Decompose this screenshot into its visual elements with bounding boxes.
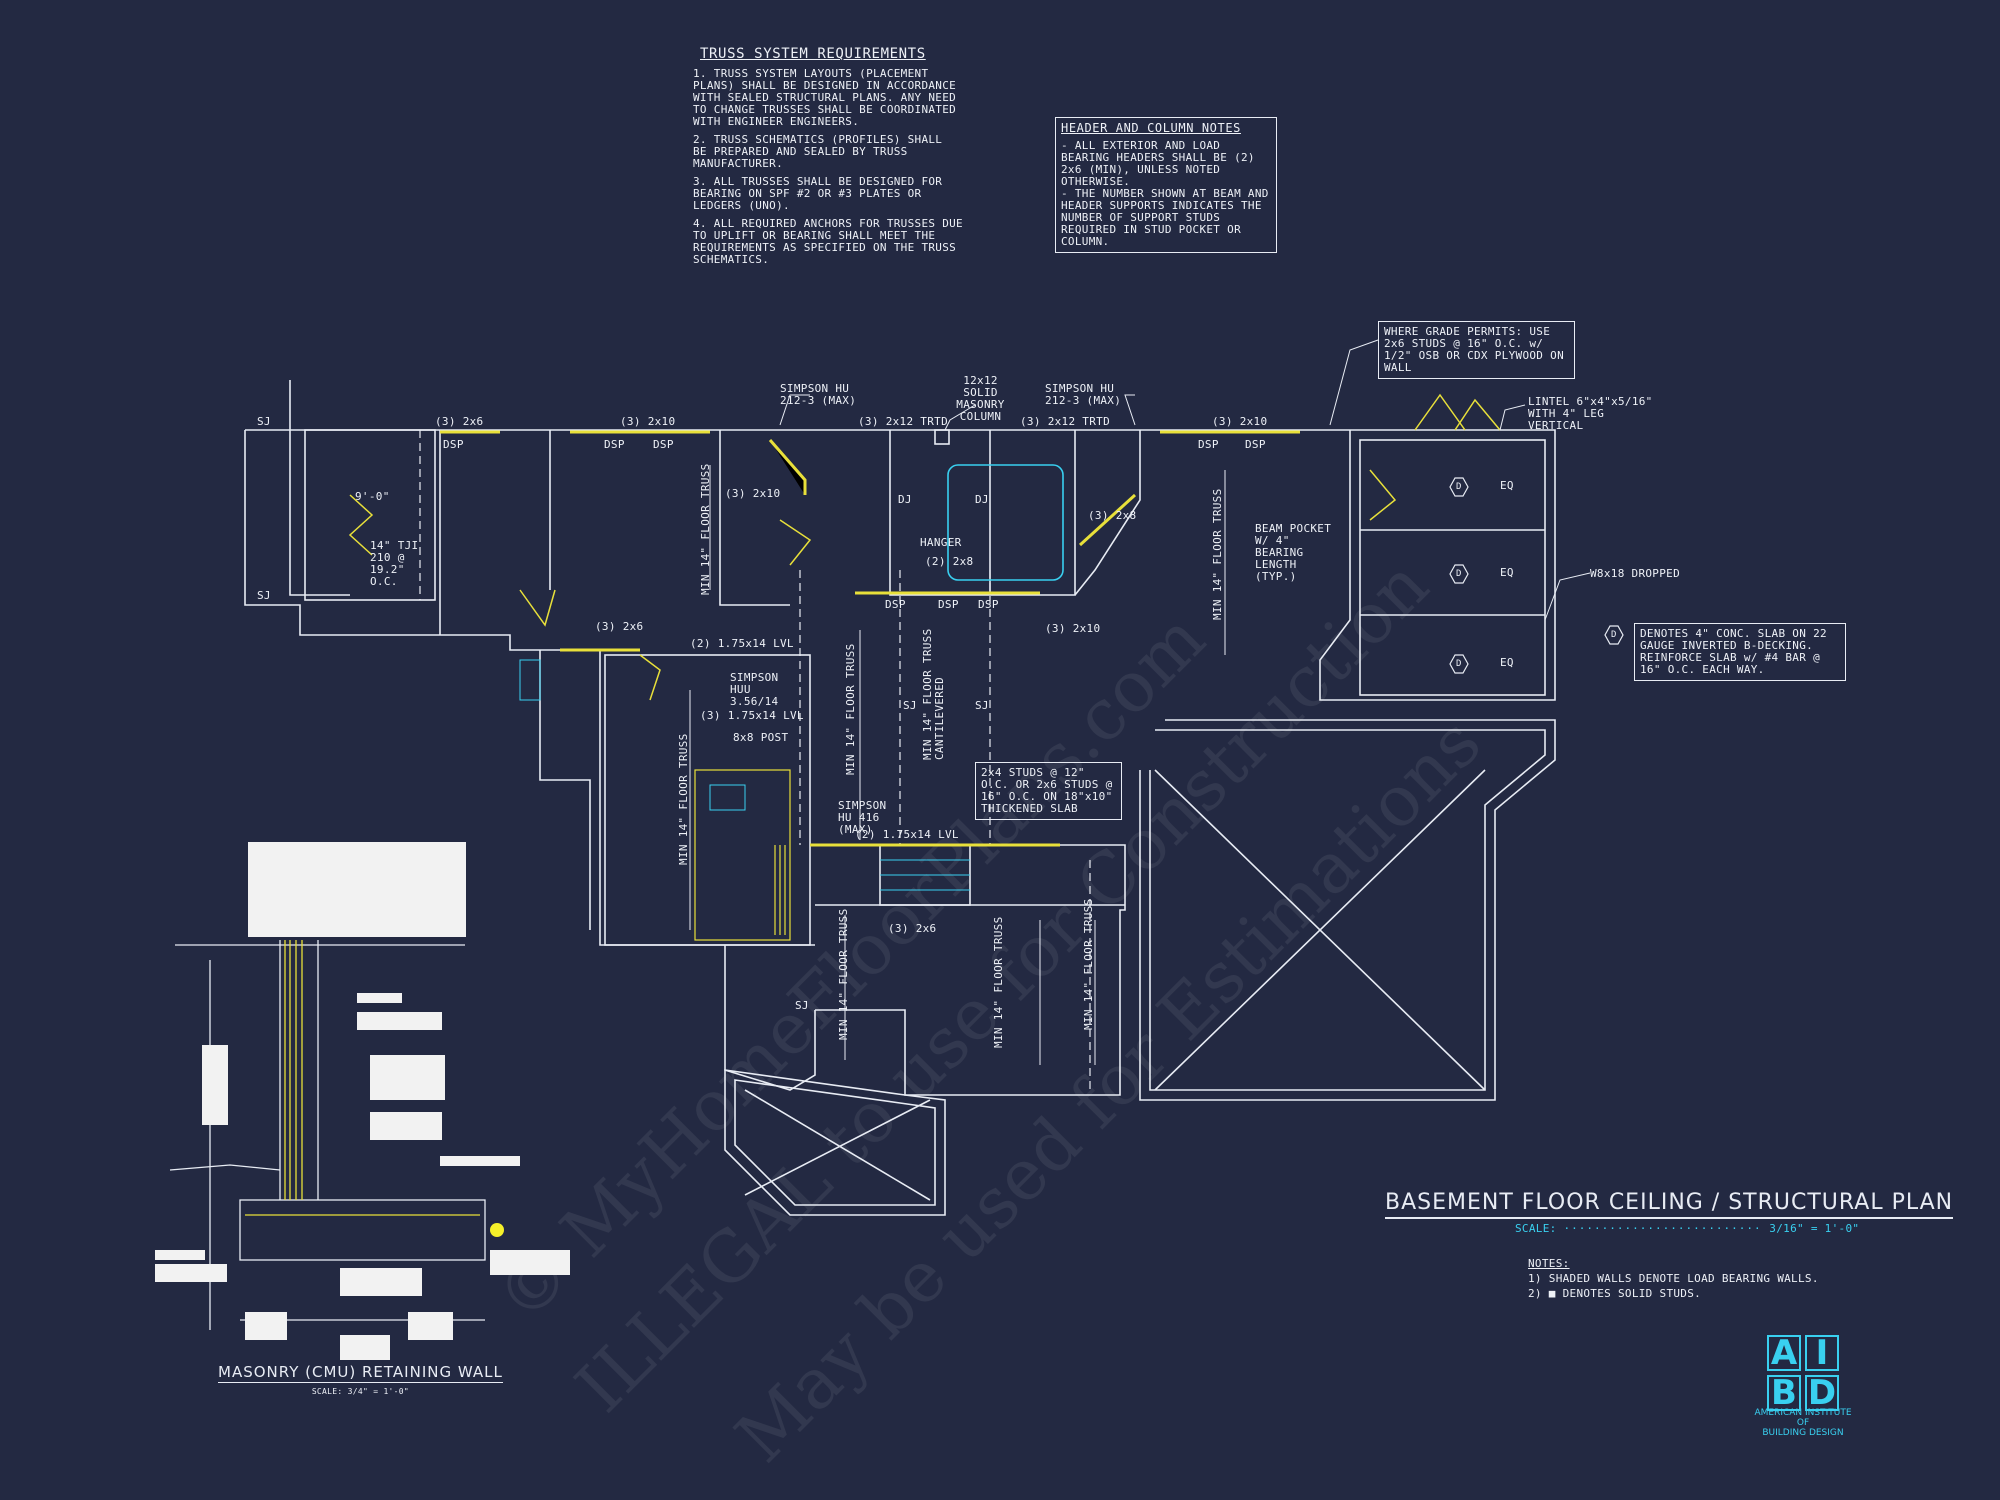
beam-2x6-a: (3) 2x6: [595, 620, 644, 633]
truss-notes-heading: TRUSS SYSTEM REQUIREMENTS: [700, 46, 926, 62]
aibd-logo-text: AMERICAN INSTITUTE OF BUILDING DESIGN: [1747, 1408, 1859, 1438]
dj-marker: DJ: [975, 493, 989, 506]
header-notes-heading: HEADER AND COLUMN NOTES: [1061, 121, 1241, 135]
truss-note-4: 4. ALL REQUIRED ANCHORS FOR TRUSSES DUE …: [693, 217, 963, 266]
porch: [724, 1069, 946, 1216]
dsp-marker: DSP: [604, 438, 625, 451]
beam-pocket-note: BEAM POCKET W/ 4" BEARING LENGTH (TYP.): [1255, 522, 1332, 583]
top-beam-4: (3) 2x12 TRTD: [1020, 415, 1110, 428]
truss-label: MIN 14" FLOOR TRUSS: [677, 733, 690, 865]
left-bay: [304, 429, 436, 601]
d-tag: D: [1611, 630, 1617, 640]
simpson-hu-right: SIMPSON HU 212-3 (MAX): [1045, 382, 1122, 407]
logo-line-3: BUILDING DESIGN: [1762, 1428, 1844, 1438]
d-tag: D: [1456, 659, 1462, 669]
masonry-column-note: 12x12 SOLID MASONRY COLUMN: [956, 374, 1005, 423]
dsp-marker: DSP: [653, 438, 674, 451]
sj-marker: SJ: [975, 699, 989, 712]
plan-scale: SCALE: ·························· 3/16" …: [1515, 1222, 1860, 1235]
plan-scale-label: SCALE:: [1515, 1222, 1557, 1235]
detail-scale: SCALE: 3/4" = 1'-0": [311, 1387, 410, 1396]
logo-line-2: OF: [1796, 1418, 1810, 1428]
dsp-marker: DSP: [443, 438, 464, 451]
logo-letter-a: A: [1767, 1333, 1801, 1373]
sj-marker: SJ: [903, 699, 917, 712]
dj-marker: DJ: [898, 493, 912, 506]
sj-marker: SJ: [257, 589, 271, 602]
simpson-huu-note: SIMPSON HUU 3.56/14: [730, 671, 779, 708]
simpson-hu416-note: SIMPSON HU 416 (MAX): [838, 799, 887, 836]
lvl-2-top-label: (2) 1.75x14 LVL: [690, 637, 794, 650]
exterior-wall-top: [245, 429, 1556, 701]
lvl-2-mid-label: (2) 1.75x14 LVL: [855, 828, 959, 841]
dsp-marker: DSP: [1245, 438, 1266, 451]
post-8x8-label: 8x8 POST: [733, 731, 789, 744]
dsp-marker: DSP: [885, 598, 906, 611]
w8x18-note: W8x18 DROPPED: [1590, 567, 1680, 580]
dim-9-0: 9'-0": [355, 490, 390, 503]
sj-marker: SJ: [795, 999, 809, 1012]
top-beam-2: (3) 2x10: [620, 415, 676, 428]
top-beam-5: (3) 2x10: [1212, 415, 1268, 428]
slab-outline: [1139, 719, 1556, 1101]
tji-note: 14" TJI 210 @ 19.2" O.C.: [370, 539, 419, 588]
truss-note-2: 2. TRUSS SCHEMATICS (PROFILES) SHALL BE …: [693, 133, 943, 170]
truss-label: MIN 14" FLOOR TRUSS CANTILEVERED: [921, 628, 946, 760]
dsp-marker: DSP: [1198, 438, 1219, 451]
top-beam-3: (3) 2x12 TRTD: [858, 415, 948, 428]
d-tag: D: [1456, 569, 1462, 579]
detail-title: MASONRY (CMU) RETAINING WALL: [218, 1363, 503, 1383]
plan-notes: NOTES: 1) SHADED WALLS DENOTE LOAD BEARI…: [1528, 1258, 1819, 1300]
plan-scale-value: 3/16" = 1'-0": [1769, 1222, 1860, 1235]
studs-note: 2x4 STUDS @ 12" O.C. OR 2x6 STUDS @ 16" …: [975, 762, 1122, 820]
plan-title-block: BASEMENT FLOOR CEILING / STRUCTURAL PLAN…: [1385, 1190, 1954, 1235]
logo-letter-i: I: [1805, 1333, 1839, 1373]
sj-marker: SJ: [257, 415, 271, 428]
eq-marker: EQ: [1500, 479, 1514, 492]
exterior-wall-outer-left: [289, 380, 350, 596]
slab-note: DENOTES 4" CONC. SLAB ON 22 GAUGE INVERT…: [1634, 623, 1846, 681]
hanger-label: HANGER: [920, 536, 962, 549]
beam-2x6-b: (3) 2x6: [888, 922, 937, 935]
dsp-marker: DSP: [938, 598, 959, 611]
grade-note: WHERE GRADE PERMITS: USE 2x6 STUDS @ 16"…: [1378, 321, 1575, 379]
header-note-1: - ALL EXTERIOR AND LOAD BEARING HEADERS …: [1061, 139, 1255, 188]
truss-note-3: 3. ALL TRUSSES SHALL BE DESIGNED FOR BEA…: [693, 175, 943, 212]
truss-label: MIN 14" FLOOR TRUSS: [992, 916, 1005, 1048]
simpson-hu-left: SIMPSON HU 212-3 (MAX): [780, 382, 857, 407]
beam-2x8-diag: (3) 2x8: [1088, 509, 1137, 522]
header-notes-block: HEADER AND COLUMN NOTES - ALL EXTERIOR A…: [1055, 117, 1277, 253]
truss-label: MIN 14" FLOOR TRUSS: [1082, 898, 1095, 1030]
lvl-3-label: (3) 1.75x14 LVL: [700, 709, 804, 722]
truss-label: MIN 14" FLOOR TRUSS: [699, 463, 712, 595]
plan-note-1: 1) SHADED WALLS DENOTE LOAD BEARING WALL…: [1528, 1272, 1819, 1285]
header-note-2: - THE NUMBER SHOWN AT BEAM AND HEADER SU…: [1061, 187, 1269, 248]
truss-label: MIN 14" FLOOR TRUSS: [1211, 488, 1224, 620]
truss-label: MIN 14" FLOOR TRUSS: [844, 643, 857, 775]
exterior-wall-left: [244, 430, 815, 946]
d-tag: D: [1456, 482, 1462, 492]
plan-note-2: 2) ■ DENOTES SOLID STUDS.: [1528, 1287, 1702, 1300]
beam-2x10-b: (3) 2x10: [1045, 622, 1101, 635]
plan-title: BASEMENT FLOOR CEILING / STRUCTURAL PLAN: [1385, 1190, 1954, 1219]
logo-line-1: AMERICAN INSTITUTE: [1754, 1408, 1852, 1418]
top-beam-1: (3) 2x6: [435, 415, 484, 428]
logo-letter-b: B: [1767, 1373, 1801, 1413]
truss-notes-block: TRUSS SYSTEM REQUIREMENTS 1. TRUSS SYSTE…: [693, 46, 973, 266]
detail-title-block: MASONRY (CMU) RETAINING WALL SCALE: 3/4"…: [218, 1363, 503, 1398]
truss-note-1: 1. TRUSS SYSTEM LAYOUTS (PLACEMENT PLANS…: [693, 67, 957, 128]
logo-letter-d: D: [1805, 1373, 1839, 1413]
aibd-logo: A I B D: [1767, 1333, 1839, 1413]
dsp-marker: DSP: [978, 598, 999, 611]
plan-notes-heading: NOTES:: [1528, 1257, 1570, 1270]
truss-label: MIN 14" FLOOR TRUSS: [837, 908, 850, 1040]
eq-marker: EQ: [1500, 566, 1514, 579]
eq-marker: EQ: [1500, 656, 1514, 669]
right-bay: [1359, 439, 1546, 696]
beam-2x10-a: (3) 2x10: [725, 487, 781, 500]
lintel-note: LINTEL 6"x4"x5/16" WITH 4" LEG VERTICAL: [1528, 395, 1653, 432]
hanger-2x8: (2) 2x8: [925, 555, 974, 568]
